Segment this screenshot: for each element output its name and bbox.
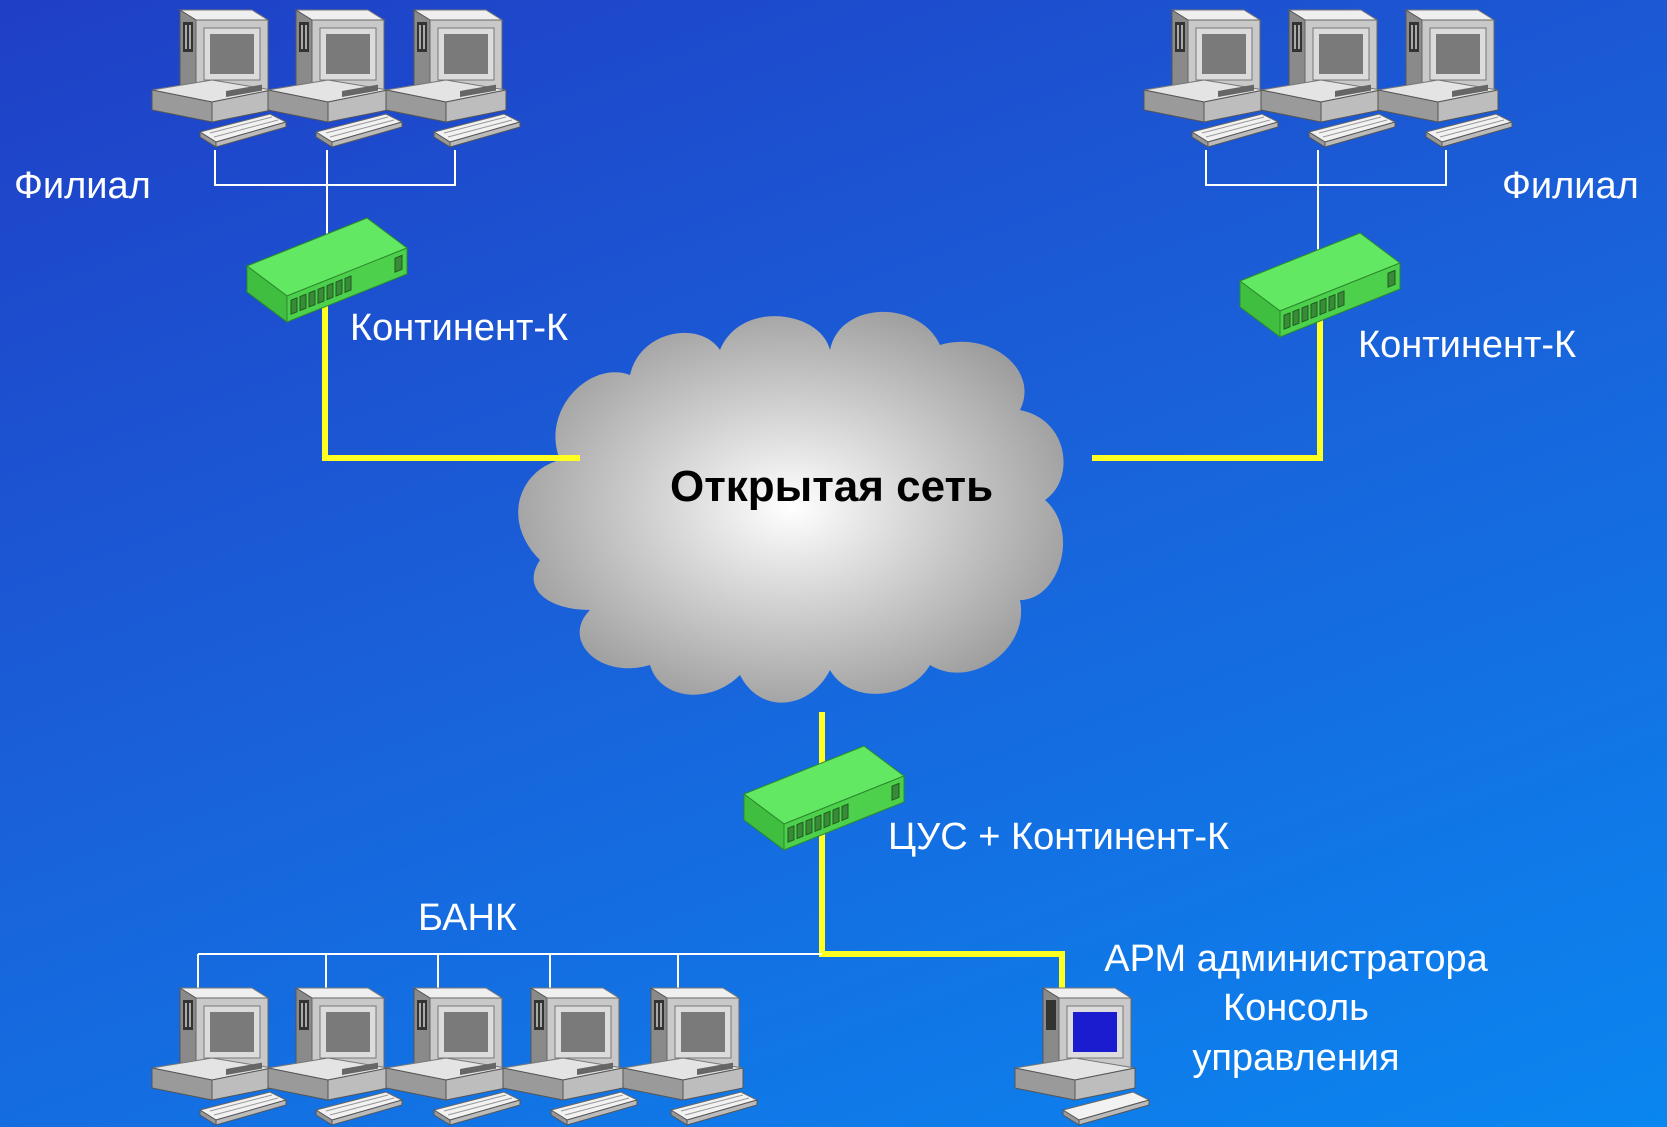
- workstation-icon: [385, 9, 521, 148]
- tunnel-right: [1092, 315, 1323, 461]
- workstation-icon: [267, 987, 403, 1126]
- admin-line-3: управления: [1192, 1036, 1400, 1079]
- branch-right-gateway-label: Континент-К: [1358, 324, 1577, 366]
- admin-line-2: Консоль: [1223, 987, 1369, 1030]
- bank-workstations: [151, 987, 758, 1126]
- crypto-gateway-icon: [743, 745, 905, 851]
- branch-left-workstations: [151, 9, 521, 148]
- tunnel-left: [322, 300, 580, 461]
- lan-lines: [197, 150, 1447, 990]
- workstation-icon: [151, 9, 287, 148]
- bank-label: БАНК: [418, 897, 518, 939]
- hq-gateway-label: ЦУС + Континент-К: [888, 816, 1230, 858]
- workstation-icon: [502, 987, 638, 1126]
- workstation-icon: [267, 9, 403, 148]
- workstation-icon: [622, 987, 758, 1126]
- branch-left-gateway-label: Континент-К: [350, 307, 569, 349]
- workstation-icon: [385, 987, 521, 1126]
- admin-console-label: АРМ администратора Консоль управления: [1080, 935, 1512, 1083]
- branch-left-label: Филиал: [14, 165, 151, 207]
- workstation-icon: [151, 987, 287, 1126]
- admin-line-1: АРМ администратора: [1104, 938, 1488, 980]
- crypto-gateway-icon: [1239, 232, 1401, 338]
- branch-right-label: Филиал: [1502, 165, 1639, 207]
- workstation-icon: [1377, 9, 1513, 148]
- cloud-icon: [518, 311, 1064, 703]
- branch-right-workstations: [1143, 9, 1513, 148]
- workstation-icon: [1260, 9, 1396, 148]
- cloud-label: Открытая сеть: [670, 462, 994, 511]
- workstation-icon: [1143, 9, 1279, 148]
